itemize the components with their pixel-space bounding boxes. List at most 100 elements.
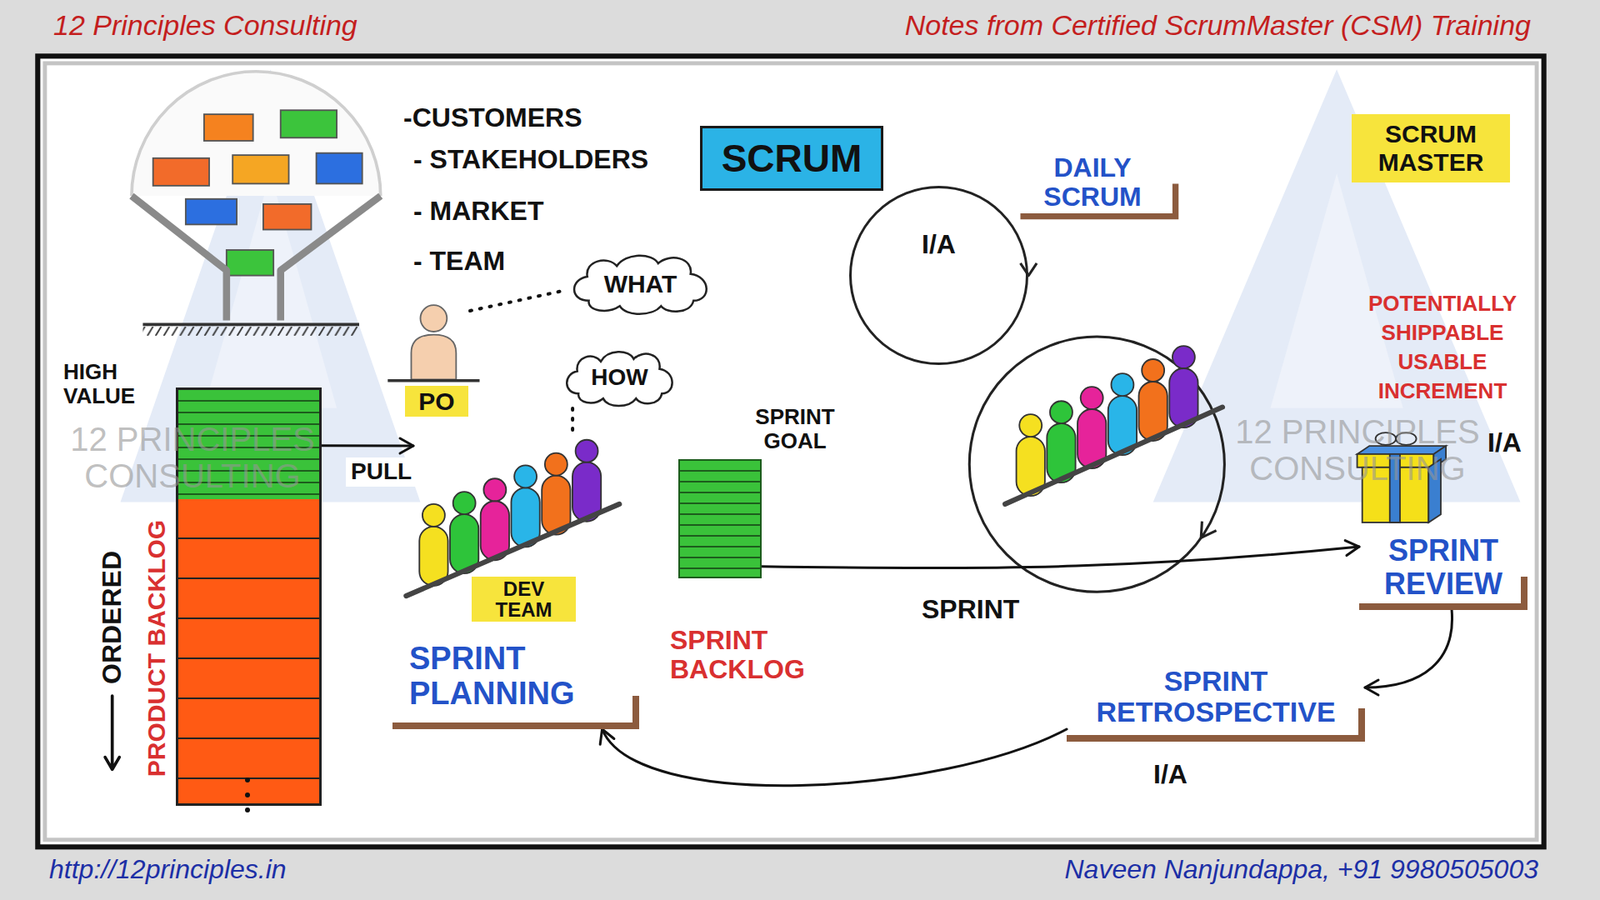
dot [245, 792, 250, 798]
text-slot: SPRINT [916, 593, 1025, 626]
list-item: - TEAM [413, 246, 505, 276]
watermark-triangle [1153, 69, 1521, 502]
edge-label: PULL [345, 457, 417, 487]
connector [572, 408, 574, 434]
text-slot: - MARKET [413, 196, 544, 226]
daily-team-figures [1016, 345, 1199, 496]
daily-scrum-arrowhead [1020, 263, 1037, 276]
funnel-base-hatch [142, 326, 360, 336]
node-label: WHAT [604, 270, 678, 298]
list-item: - MARKET [413, 196, 544, 226]
watermark: 12 PRINCIPLES CONSULTING [67, 420, 318, 495]
annotation: HIGH VALUE [63, 360, 172, 408]
node-label: HOW [590, 365, 648, 391]
footer-text: Naveen Nanjundappa, +91 9980505003 [1065, 855, 1540, 885]
underline-tick [632, 695, 640, 730]
sticky-note [263, 204, 312, 230]
node-label: SCRUM [721, 137, 863, 180]
sticky-note [153, 158, 210, 186]
node-label: SPRINT REVIEW [1369, 534, 1518, 600]
dot [245, 777, 250, 783]
po-head [420, 305, 447, 332]
connector [600, 729, 1067, 786]
cloud-shape [566, 351, 672, 406]
sticky-note [316, 153, 363, 185]
sprint-backlog: SPRINT GOALSPRINT BACKLOG [678, 459, 762, 579]
text-slot: http://12principles.in [49, 855, 287, 885]
connector-line [761, 546, 1360, 569]
text-slot: HIGH VALUE [63, 360, 172, 408]
connector-line [602, 729, 1067, 786]
edge-label: SPRINT [916, 593, 1025, 626]
text-slot: POTENTIALLY SHIPPABLE USABLE INCREMENT [1346, 289, 1539, 406]
backlog-title: SPRINT BACKLOG [670, 625, 837, 685]
watermark-triangle-inner [1270, 173, 1403, 409]
annotation: ORDERED [97, 550, 127, 685]
list-item: -CUSTOMERS [403, 103, 583, 133]
sticky-note [185, 199, 237, 225]
node-label: SCRUM MASTER [1360, 120, 1502, 178]
text-slot: I/A [1153, 760, 1188, 790]
text-slot: I/A [851, 230, 1026, 260]
list-item: - STAKEHOLDERS [413, 145, 649, 175]
node-label: SPRINT RETROSPECTIVE [1078, 665, 1354, 729]
sticky-note [204, 114, 254, 141]
text-slot: 12 Principles Consulting [53, 10, 358, 41]
watermark: 12 PRINCIPLES CONSULTING [1232, 413, 1483, 487]
daily-scrum-circle: DAILY SCRUMI/A [849, 185, 1029, 365]
connector-line [470, 290, 567, 311]
arrowhead [1345, 540, 1360, 556]
increment-note: POTENTIALLY SHIPPABLE USABLE INCREMENT [1346, 289, 1539, 406]
underline-tick [1358, 708, 1365, 742]
po-ground [387, 379, 480, 383]
event-label: SPRINT PLANNING [392, 630, 640, 730]
dev-team: DEV TEAM [413, 433, 618, 625]
text-slot: SPRINT GOAL [728, 405, 862, 453]
sticky-note [226, 250, 274, 276]
text-slot: PULL [345, 457, 417, 487]
text-slot: I/A [1487, 428, 1522, 458]
role-highlight: DEV TEAM [471, 576, 576, 622]
text-slot: DAILY SCRUM [1017, 153, 1168, 212]
text-slot: 12 PRINCIPLES CONSULTING [1232, 413, 1483, 487]
inspect-adapt-note: I/A [851, 230, 1026, 260]
cloud-shape [574, 255, 707, 315]
arrowhead [1365, 680, 1379, 695]
product-owner: PO [403, 304, 470, 421]
inspect-adapt-note: I/A [1487, 428, 1522, 458]
ordered-arrow [105, 695, 120, 770]
sprint-goal: SPRINT GOAL [728, 405, 862, 453]
connector-line [1365, 610, 1453, 688]
header-text: 12 Principles Consulting [53, 10, 358, 41]
role-highlight: PO [405, 385, 469, 417]
text-slot: SPRINT BACKLOG [670, 625, 837, 685]
inspect-adapt-note: I/A [1153, 760, 1188, 790]
event-label: SPRINT REVIEW [1359, 530, 1528, 610]
connector-line [570, 408, 575, 434]
connector [470, 290, 567, 311]
arrowhead [400, 438, 414, 454]
po-body [410, 335, 456, 380]
daily-team-ground [1005, 407, 1223, 505]
sticky-note [232, 155, 289, 184]
frame-fill [37, 55, 1544, 847]
funnel [131, 195, 381, 320]
dev-team-figures [419, 440, 601, 586]
text-slot: - STAKEHOLDERS [413, 145, 649, 175]
role-highlight: SCRUM MASTER [1351, 114, 1510, 183]
sprint-cycle-circle [969, 336, 1225, 592]
funnel-dome [131, 71, 381, 196]
text-slot: Notes from Certified ScrumMaster (CSM) T… [905, 10, 1531, 41]
frame-outer-border [37, 55, 1544, 847]
thought-cloud: WHAT [566, 250, 715, 317]
text-slot: Naveen Nanjundappa, +91 9980505003 [1065, 855, 1540, 885]
sprint-cycle-arrowhead [1200, 521, 1216, 539]
sticky-note [280, 110, 337, 138]
connector [761, 540, 1360, 569]
frame-inner-border [45, 63, 1537, 840]
title-box: SCRUM [700, 125, 884, 191]
dot [245, 807, 250, 813]
node-label: SPRINT PLANNING [409, 641, 628, 712]
funnel-base [142, 323, 360, 327]
